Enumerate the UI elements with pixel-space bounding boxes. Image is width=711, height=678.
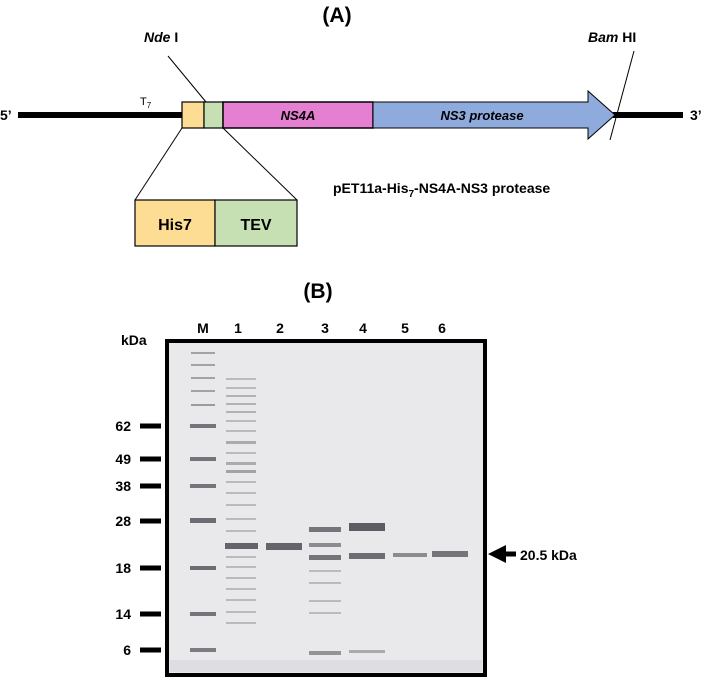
lane-2-bands bbox=[266, 543, 302, 550]
mw-label-38: 38 bbox=[115, 478, 131, 494]
five-prime-label: 5’ bbox=[0, 107, 12, 123]
lane-5-bands bbox=[393, 553, 427, 557]
bam-hi-site-label: Bam HI bbox=[588, 29, 636, 45]
mw-label-6: 6 bbox=[123, 642, 131, 658]
tev-segment bbox=[203, 101, 224, 129]
target-band-label: 20.5 kDa bbox=[520, 547, 577, 563]
lane-label-2: 2 bbox=[276, 320, 284, 336]
mw-marker-labels: 62 49 38 28 18 14 6 bbox=[115, 418, 131, 658]
kda-unit-label: kDa bbox=[121, 332, 147, 348]
his7-label: His7 bbox=[158, 217, 192, 234]
nde-i-site-label: Nde I bbox=[144, 29, 178, 45]
lane-label-m: M bbox=[197, 320, 209, 336]
nde-i-site-line bbox=[167, 55, 207, 103]
tev-label: TEV bbox=[240, 217, 271, 234]
mw-marker-ticks bbox=[140, 423, 161, 653]
zoom-line-left bbox=[134, 127, 183, 201]
t7-promoter-label: T7 bbox=[140, 96, 152, 110]
bam-hi-site-line bbox=[609, 50, 635, 141]
mw-label-49: 49 bbox=[115, 451, 131, 467]
target-band-arrow bbox=[488, 545, 516, 563]
mw-label-28: 28 bbox=[115, 513, 131, 529]
lane-label-1: 1 bbox=[234, 320, 242, 336]
lane-label-6: 6 bbox=[438, 320, 446, 336]
lane-label-3: 3 bbox=[321, 320, 329, 336]
lane-1-bands bbox=[225, 378, 258, 624]
zoom-line-right bbox=[222, 127, 298, 201]
panel-a-label: (A) bbox=[322, 4, 351, 27]
lane-label-5: 5 bbox=[401, 320, 409, 336]
gel-bottom-front bbox=[170, 660, 482, 672]
lane-labels: M 1 2 3 4 5 6 bbox=[197, 320, 446, 336]
panel-b-label: (B) bbox=[303, 280, 332, 303]
his-tag-segment bbox=[181, 101, 205, 129]
lane-3-bands bbox=[309, 527, 341, 655]
mw-label-14: 14 bbox=[115, 606, 131, 622]
gel-image bbox=[165, 339, 487, 677]
tev-box bbox=[214, 199, 298, 247]
ns3-label: NS3 protease bbox=[440, 108, 523, 123]
construct-name: pET11a-His7-NS4A-NS3 protease bbox=[333, 180, 550, 200]
lane-4-bands bbox=[349, 523, 385, 653]
mw-label-62: 62 bbox=[115, 418, 131, 434]
lane-6-bands bbox=[432, 551, 468, 557]
marker-ladder bbox=[190, 352, 216, 652]
three-prime-label: 3’ bbox=[690, 107, 702, 123]
mw-label-18: 18 bbox=[115, 560, 131, 576]
lane-label-4: 4 bbox=[359, 320, 367, 336]
ns3-protease-arrow bbox=[372, 89, 616, 141]
ns4a-label: NS4A bbox=[281, 108, 316, 123]
